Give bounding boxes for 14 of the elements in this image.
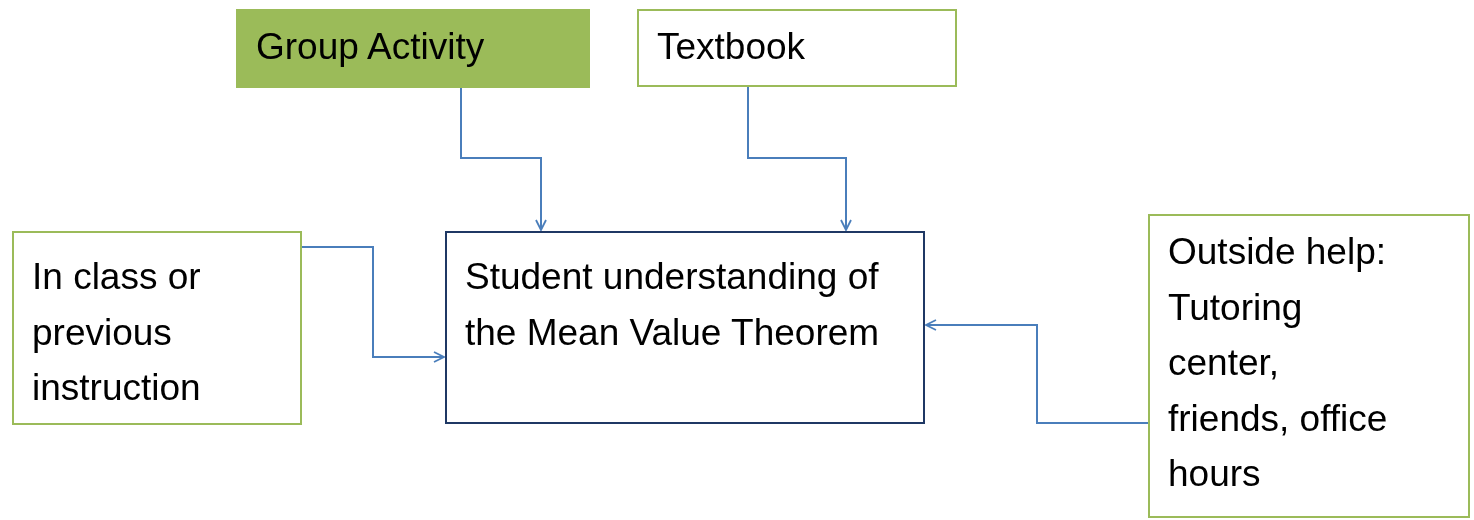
node-label: Textbook xyxy=(657,25,807,69)
arrow xyxy=(460,87,547,231)
goal-box xyxy=(445,231,925,424)
node-label: Student understanding of the Mean Value Theorem xyxy=(465,255,881,355)
arrow xyxy=(747,86,852,231)
node-label: In class or previous instruction xyxy=(32,255,202,410)
source-box xyxy=(1148,214,1470,518)
resource-box xyxy=(637,9,957,87)
arrow xyxy=(925,319,1149,424)
node-label: Outside help: Tutoring center, friends, office hours xyxy=(1168,230,1389,496)
source-box xyxy=(12,231,302,425)
activity-box xyxy=(236,9,590,88)
arrow xyxy=(301,246,445,363)
node-label: Group Activity xyxy=(256,25,486,69)
